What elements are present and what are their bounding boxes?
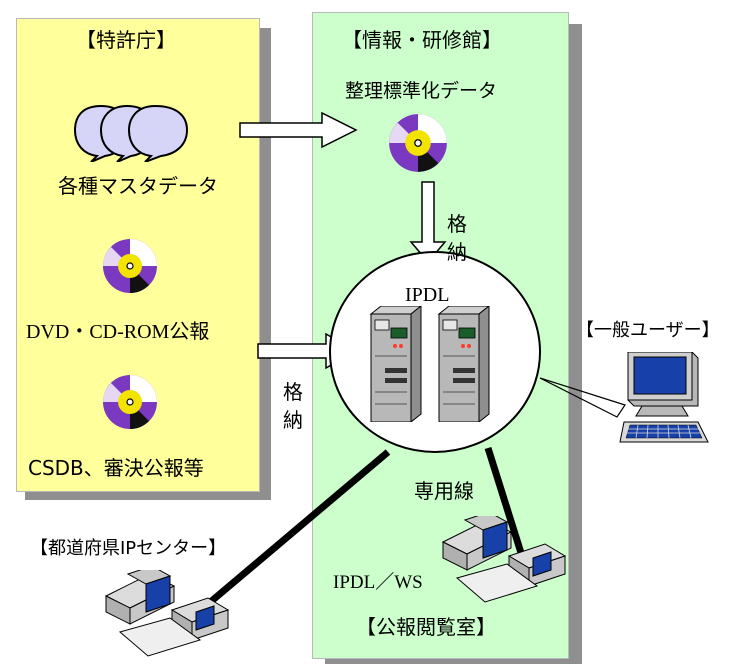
store-label-top: 格 納 bbox=[445, 210, 469, 266]
cd-disc-icon bbox=[389, 114, 447, 172]
user-connection-line bbox=[539, 377, 626, 418]
server-tower-icon bbox=[437, 306, 490, 422]
workstation-icon bbox=[441, 516, 567, 603]
info-center-title: 【情報・研修館】 bbox=[342, 28, 502, 52]
cd-disc-icon bbox=[103, 239, 157, 293]
patent-office-title: 【特許庁】 bbox=[76, 28, 176, 52]
dedicated-line-label: 専用線 bbox=[414, 479, 474, 503]
ipdl-label: IPDL bbox=[405, 284, 450, 306]
prefecture-center-label: 【都道府県IPセンター】 bbox=[30, 538, 227, 559]
arrow-right-icon bbox=[239, 111, 358, 149]
dvd-cdrom-label: DVD・CD-ROM公報 bbox=[26, 321, 210, 343]
store-label-char: 納 bbox=[283, 408, 303, 432]
store-label-char: 格 bbox=[447, 212, 467, 236]
desktop-computer-icon bbox=[619, 352, 709, 443]
arrow-down-icon bbox=[409, 181, 447, 264]
store-label-char: 格 bbox=[283, 380, 303, 404]
store-label-char: 納 bbox=[447, 240, 467, 264]
speech-bubbles-icon bbox=[73, 104, 189, 162]
store-label-left: 格 納 bbox=[281, 378, 305, 434]
master-data-label: 各種マスタデータ bbox=[58, 174, 218, 198]
general-user-label: 【一般ユーザー】 bbox=[576, 320, 720, 341]
standardized-data-label: 整理標準化データ bbox=[345, 80, 498, 102]
cd-disc-icon bbox=[103, 375, 157, 429]
server-tower-icon bbox=[369, 306, 422, 422]
workstation-icon bbox=[104, 570, 230, 657]
dedicated-line-prefecture bbox=[205, 449, 391, 607]
dedicated-line-reading-room bbox=[484, 446, 526, 558]
csdb-label: CSDB、審決公報等 bbox=[28, 456, 204, 480]
ipdl-ws-label: IPDL／WS bbox=[333, 572, 423, 593]
reading-room-label: 【公報閲覧室】 bbox=[356, 615, 496, 639]
